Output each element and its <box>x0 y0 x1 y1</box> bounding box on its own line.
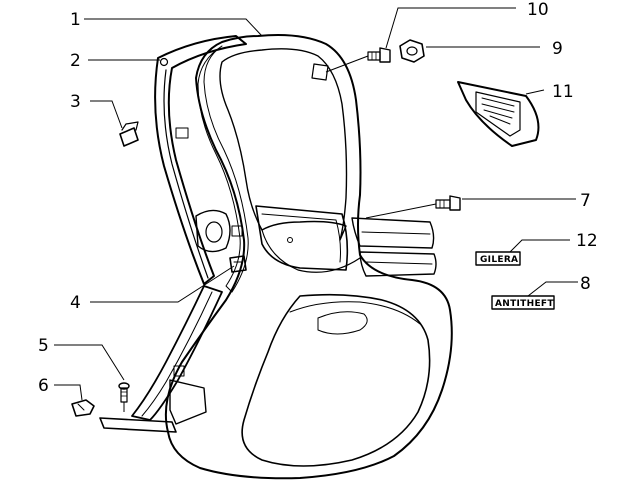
u-clip-part-3 <box>119 121 139 147</box>
screw-part-10 <box>367 47 391 63</box>
callout-10: 10 <box>527 0 549 20</box>
emblem-plate-part-11 <box>457 81 540 147</box>
gilera-badge-part-12: GILERA <box>475 251 521 266</box>
callout-5: 5 <box>38 336 49 356</box>
callout-1: 1 <box>70 10 81 30</box>
screw-part-5 <box>118 382 130 403</box>
callout-11: 11 <box>552 82 574 102</box>
gilera-badge-text: GILERA <box>480 255 518 265</box>
spring-clip-part-6 <box>71 399 95 417</box>
callout-8: 8 <box>580 274 591 294</box>
callout-3: 3 <box>70 92 81 112</box>
leg-shield-frame <box>99 35 247 433</box>
callout-12: 12 <box>576 231 598 251</box>
callout-2: 2 <box>70 51 81 71</box>
callout-4: 4 <box>70 293 81 313</box>
callout-6: 6 <box>38 376 49 396</box>
leader-lines <box>54 7 578 412</box>
callout-9: 9 <box>552 39 563 59</box>
antitheft-badge-text: ANTITHEFT <box>495 299 554 309</box>
callout-numbers: 1 2 3 4 5 6 7 8 9 10 11 12 <box>38 0 598 396</box>
front-shield-body <box>164 34 453 480</box>
screw-part-7 <box>435 195 461 211</box>
callout-7: 7 <box>580 191 591 211</box>
antitheft-badge-part-8: ANTITHEFT <box>491 295 555 310</box>
hex-nut-part-9 <box>399 39 425 63</box>
